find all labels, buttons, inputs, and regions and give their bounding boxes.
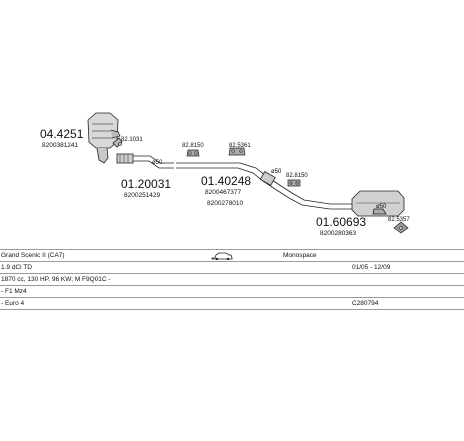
part-ref-label: 8200251429 [124,192,161,199]
catalog-code: C280794 [352,300,379,307]
info-row: - F1 Mz4 [0,285,464,297]
catalytic-converter [87,112,121,164]
car-body-icon [211,252,233,260]
years-label: 01/05 - 12/09 [352,264,391,271]
part-number-label: 82.8150 [286,173,308,179]
exhaust-diagram: 04.4251 8200381241 82.1031 01.20031 8200… [40,112,410,237]
info-row: Grand Scenic II (CA7) Monospace [0,249,464,261]
part-number-label: 82.5361 [229,143,251,149]
rear-silencer [351,190,405,217]
part-number-label: 82.5357 [388,217,410,223]
model-name: Grand Scenic II (CA7) [1,252,65,259]
part-ref-label: 8200467377 [205,189,242,196]
part-ref-label: 8200280363 [320,230,357,237]
part-number-label: 82.8150 [182,143,204,149]
part-number-label: 01.60693 [316,215,366,229]
front-pipe [116,153,174,169]
part-number-label: 01.20031 [121,177,171,191]
part-ref-label: 8200278010 [207,200,244,207]
emission-standard: - Euro 4 [1,300,25,307]
hanger-1 [186,149,200,157]
mid-pipe [176,162,360,210]
vehicle-info-table: Grand Scenic II (CA7) Monospace 1.9 dCi … [0,249,464,310]
info-row: 1.9 dCi TD 01/05 - 12/09 [0,261,464,273]
part-number-label: 04.4251 [40,127,84,141]
part-ref-label: 8200381241 [42,142,79,149]
diameter-label: ø50 [376,204,387,210]
engine-label: 1.9 dCi TD [1,264,32,271]
hanger-2 [228,147,246,156]
info-row: - Euro 4 C280794 [0,297,464,310]
info-row: 1870 cc, 130 HP, 96 KW; M F9Q01C - [0,273,464,285]
diameter-label: ø50 [271,169,282,175]
info-line: - F1 Mz4 [1,288,27,295]
part-number-label: 01.40248 [201,174,251,188]
part-number-label: 82.1031 [121,137,143,143]
engine-spec: 1870 cc, 130 HP, 96 KW; M F9Q01C - [1,276,111,283]
body-type: Monospace [283,252,317,259]
diameter-label: ø50 [152,160,163,166]
bracket-1 [112,137,123,148]
hanger-3 [287,179,301,187]
hanger-4 [393,221,409,234]
